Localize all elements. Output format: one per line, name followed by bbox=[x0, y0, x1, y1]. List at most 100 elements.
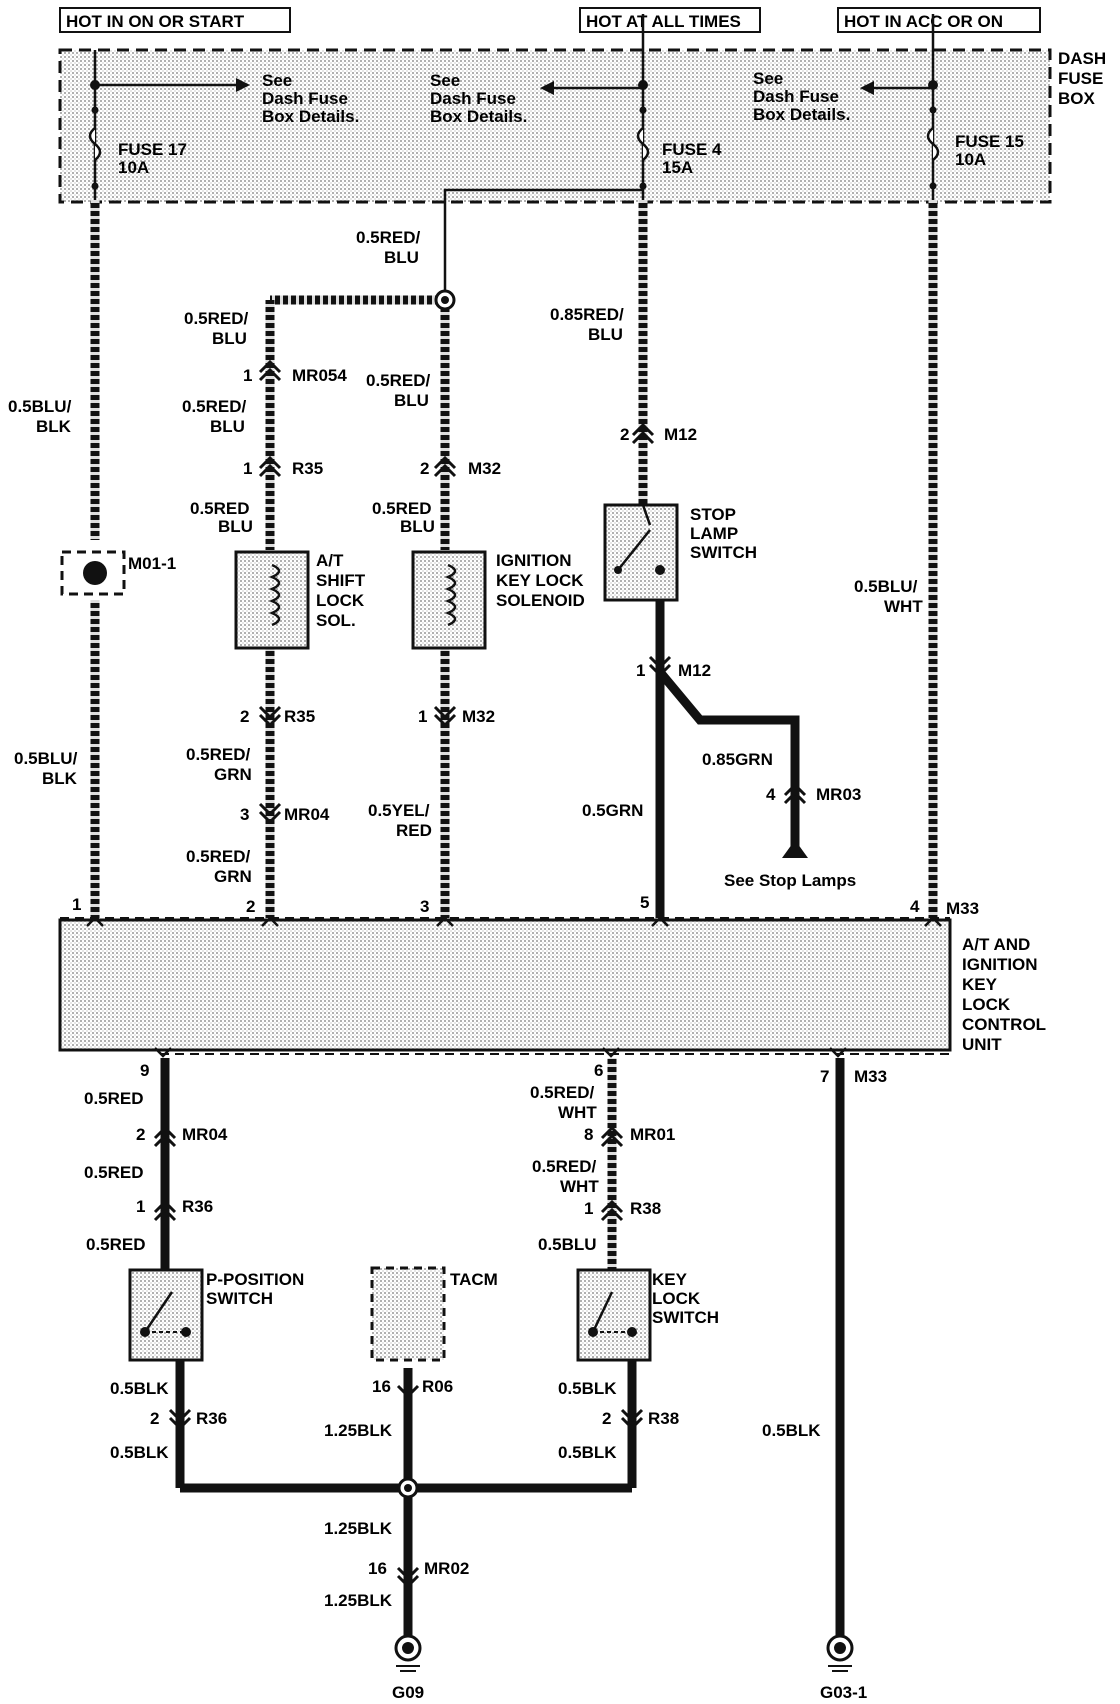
svg-text:10A: 10A bbox=[955, 150, 986, 169]
svg-text:0.5BLK: 0.5BLK bbox=[762, 1421, 821, 1440]
svg-text:6: 6 bbox=[594, 1061, 603, 1080]
dash-fuse-box: DASH FUSE BOX bbox=[58, 48, 1106, 204]
svg-text:HOT AT ALL TIMES: HOT AT ALL TIMES bbox=[586, 12, 741, 31]
svg-text:1.25BLK: 1.25BLK bbox=[324, 1519, 393, 1538]
unit-pin-marks bbox=[86, 916, 942, 1058]
svg-text:1.25BLK: 1.25BLK bbox=[324, 1421, 393, 1440]
svg-text:0.5RED: 0.5RED bbox=[84, 1089, 144, 1108]
svg-text:0.5RED: 0.5RED bbox=[372, 499, 432, 518]
svg-text:M32: M32 bbox=[468, 459, 501, 478]
svg-text:0.5RED/: 0.5RED/ bbox=[182, 397, 247, 416]
svg-text:WHT: WHT bbox=[560, 1177, 599, 1196]
svg-text:1: 1 bbox=[136, 1197, 145, 1216]
wire-labels: 0.5BLU/ BLK 0.5BLU/ BLK 0.5RED/ BLU 0.5R… bbox=[8, 228, 923, 1610]
svg-text:RED: RED bbox=[396, 821, 432, 840]
svg-text:0.5BLK: 0.5BLK bbox=[558, 1379, 617, 1398]
svg-text:LOCK: LOCK bbox=[652, 1289, 701, 1308]
svg-text:1: 1 bbox=[636, 661, 645, 680]
svg-text:Box Details.: Box Details. bbox=[430, 107, 527, 126]
svg-text:0.5RED/: 0.5RED/ bbox=[186, 745, 251, 764]
svg-text:BOX: BOX bbox=[1058, 89, 1096, 108]
wires-lower bbox=[160, 1058, 845, 1636]
svg-text:P-POSITION: P-POSITION bbox=[206, 1270, 304, 1289]
svg-text:SWITCH: SWITCH bbox=[690, 543, 757, 562]
svg-text:SWITCH: SWITCH bbox=[206, 1289, 273, 1308]
key-lock-switch: KEY LOCK SWITCH bbox=[576, 1268, 719, 1362]
svg-text:BLU: BLU bbox=[218, 517, 253, 536]
svg-text:0.5RED/: 0.5RED/ bbox=[186, 847, 251, 866]
svg-text:M12: M12 bbox=[664, 425, 697, 444]
svg-text:0.5RED/: 0.5RED/ bbox=[532, 1157, 597, 1176]
ignition-key-lock-solenoid: IGNITION KEY LOCK SOLENOID bbox=[411, 550, 585, 650]
svg-text:MR01: MR01 bbox=[630, 1125, 675, 1144]
svg-text:MR03: MR03 bbox=[816, 785, 861, 804]
p-position-switch: P-POSITION SWITCH bbox=[128, 1268, 304, 1362]
svg-text:KEY LOCK: KEY LOCK bbox=[496, 571, 584, 590]
svg-text:R36: R36 bbox=[182, 1197, 213, 1216]
svg-text:M01-1: M01-1 bbox=[128, 554, 176, 573]
svg-text:16: 16 bbox=[372, 1377, 391, 1396]
svg-text:A/T AND: A/T AND bbox=[962, 935, 1030, 954]
svg-text:Box Details.: Box Details. bbox=[753, 105, 850, 124]
svg-text:BLU: BLU bbox=[400, 517, 435, 536]
fuse-15: FUSE 15 10A bbox=[955, 132, 1024, 169]
svg-text:Dash Fuse: Dash Fuse bbox=[753, 87, 839, 106]
svg-text:8: 8 bbox=[584, 1125, 593, 1144]
svg-text:WHT: WHT bbox=[884, 597, 923, 616]
svg-text:BLU: BLU bbox=[394, 391, 429, 410]
svg-text:DASH: DASH bbox=[1058, 49, 1106, 68]
svg-text:See Stop Lamps: See Stop Lamps bbox=[724, 871, 856, 890]
svg-text:GRN: GRN bbox=[214, 867, 252, 886]
svg-text:UNIT: UNIT bbox=[962, 1035, 1002, 1054]
svg-text:GRN: GRN bbox=[214, 765, 252, 784]
svg-text:M32: M32 bbox=[462, 707, 495, 726]
svg-text:0.5RED: 0.5RED bbox=[86, 1235, 146, 1254]
svg-text:See: See bbox=[753, 69, 783, 88]
svg-text:R35: R35 bbox=[284, 707, 315, 726]
header-hot-all-times: HOT AT ALL TIMES bbox=[579, 7, 761, 33]
fuse-feeds bbox=[88, 14, 940, 200]
svg-text:0.5RED: 0.5RED bbox=[84, 1163, 144, 1182]
fuse-4: FUSE 4 15A bbox=[662, 140, 722, 177]
svg-text:4: 4 bbox=[910, 897, 920, 916]
svg-text:1: 1 bbox=[243, 366, 252, 385]
svg-text:0.5BLU/: 0.5BLU/ bbox=[8, 397, 72, 416]
svg-text:See: See bbox=[262, 71, 292, 90]
svg-text:CONTROL: CONTROL bbox=[962, 1015, 1046, 1034]
tacm-module: TACM bbox=[370, 1266, 498, 1362]
svg-text:3: 3 bbox=[240, 805, 249, 824]
svg-text:TACM: TACM bbox=[450, 1270, 498, 1289]
svg-text:M33: M33 bbox=[854, 1067, 887, 1086]
svg-text:G03-1: G03-1 bbox=[820, 1683, 867, 1702]
svg-text:BLU: BLU bbox=[212, 329, 247, 348]
svg-text:16: 16 bbox=[368, 1559, 387, 1578]
svg-text:0.5BLK: 0.5BLK bbox=[110, 1379, 169, 1398]
at-shift-lock-solenoid: A/T SHIFT LOCK SOL. bbox=[234, 550, 366, 650]
svg-text:R06: R06 bbox=[422, 1377, 453, 1396]
svg-text:LOCK: LOCK bbox=[316, 591, 365, 610]
svg-text:1.25BLK: 1.25BLK bbox=[324, 1591, 393, 1610]
svg-text:KEY: KEY bbox=[652, 1270, 688, 1289]
svg-text:0.5BLK: 0.5BLK bbox=[558, 1443, 617, 1462]
svg-text:1: 1 bbox=[72, 895, 81, 914]
at-ignition-key-lock-control-unit: A/T AND IGNITION KEY LOCK CONTROL UNIT bbox=[58, 917, 1046, 1055]
header-hot-acc-on: HOT IN ACC OR ON bbox=[837, 7, 1041, 33]
svg-text:FUSE: FUSE bbox=[1058, 69, 1103, 88]
svg-text:IGNITION: IGNITION bbox=[496, 551, 572, 570]
ground-g03-1: G03-1 bbox=[820, 1634, 867, 1702]
svg-text:0.5RED/: 0.5RED/ bbox=[356, 228, 421, 247]
svg-text:0.5RED/: 0.5RED/ bbox=[184, 309, 249, 328]
svg-text:MR04: MR04 bbox=[182, 1125, 228, 1144]
svg-text:M33: M33 bbox=[946, 899, 979, 918]
svg-text:2: 2 bbox=[620, 425, 629, 444]
svg-text:2: 2 bbox=[602, 1409, 611, 1428]
svg-text:1: 1 bbox=[584, 1199, 593, 1218]
connector-m01-1: M01-1 bbox=[60, 550, 176, 596]
svg-text:0.5RED/: 0.5RED/ bbox=[366, 371, 431, 390]
svg-text:2: 2 bbox=[150, 1409, 159, 1428]
svg-text:BLU: BLU bbox=[384, 248, 419, 267]
svg-text:2: 2 bbox=[246, 897, 255, 916]
svg-text:15A: 15A bbox=[662, 158, 693, 177]
svg-text:5: 5 bbox=[640, 893, 649, 912]
